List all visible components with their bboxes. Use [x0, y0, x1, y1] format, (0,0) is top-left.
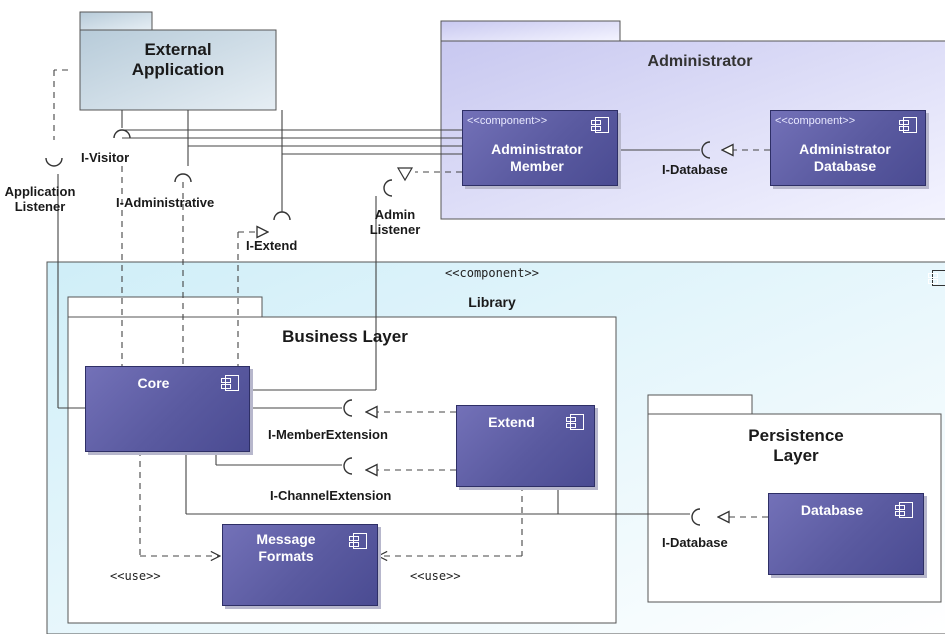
administrator-member-name: Administrator Member	[491, 141, 583, 174]
i-administrative-label: I-Administrative	[116, 195, 215, 210]
administrator-database-stereotype: <<component>>	[775, 115, 856, 127]
use-dependency-left-label: <<use>>	[110, 569, 161, 583]
admin-listener-label: Admin Listener	[369, 207, 421, 237]
component-icon	[591, 117, 609, 133]
extend-name: Extend	[488, 414, 535, 430]
message-formats-component[interactable]: Message Formats	[222, 524, 378, 606]
component-icon	[221, 375, 239, 391]
core-name: Core	[137, 375, 170, 391]
extend-component[interactable]: Extend	[456, 405, 595, 487]
solid-connectors	[57, 110, 700, 515]
component-icon	[895, 502, 913, 518]
component-icon	[899, 117, 917, 133]
i-database-admin-socket	[701, 141, 711, 159]
i-channel-extension-label: I-ChannelExtension	[270, 488, 392, 503]
i-visitor-label: I-Visitor	[81, 150, 130, 165]
external-application-package[interactable]	[79, 11, 277, 111]
administrator-database-name: Administrator Database	[799, 141, 891, 174]
dashed-connectors	[53, 69, 770, 556]
persistence-layer-title: Persistence Layer	[748, 426, 844, 465]
message-formats-name: Message Formats	[256, 531, 316, 564]
library-component-icon	[928, 270, 945, 286]
i-member-extension-socket	[343, 399, 353, 417]
component-icon	[349, 533, 367, 549]
business-layer-title: Business Layer	[282, 327, 408, 346]
administrator-member-stereotype: <<component>>	[467, 115, 548, 127]
admin-listener-pointer	[396, 167, 414, 182]
i-extend-socket	[273, 211, 291, 221]
core-component[interactable]: Core	[85, 366, 250, 452]
i-database-admin-label: I-Database	[662, 162, 728, 177]
external-application-title: External Application	[131, 40, 225, 79]
database-component[interactable]: Database	[768, 493, 924, 575]
i-visitor-socket	[113, 129, 131, 139]
i-database-persistence-label: I-Database	[662, 535, 728, 550]
use-dependency-right-label: <<use>>	[410, 569, 461, 583]
administrator-title: Administrator	[647, 53, 753, 70]
administrator-member-component[interactable]: <<component>> Administrator Member	[462, 110, 618, 186]
administrator-database-component[interactable]: <<component>> Administrator Database	[770, 110, 926, 186]
library-stereotype: <<component>>	[445, 266, 539, 280]
library-title: Library	[468, 294, 516, 310]
application-listener-label: Application Listener	[4, 184, 76, 214]
interface-sockets	[45, 129, 711, 526]
database-name: Database	[800, 502, 864, 518]
i-extend-label: I-Extend	[246, 238, 298, 253]
admin-listener-socket	[383, 179, 393, 197]
i-member-extension-label: I-MemberExtension	[268, 427, 388, 442]
application-listener-socket	[45, 157, 63, 167]
interface-pointers	[396, 167, 414, 182]
component-icon	[566, 414, 584, 430]
i-database-persistence-socket	[691, 508, 701, 526]
i-channel-extension-socket	[343, 457, 353, 475]
i-administrative-socket	[174, 173, 192, 183]
